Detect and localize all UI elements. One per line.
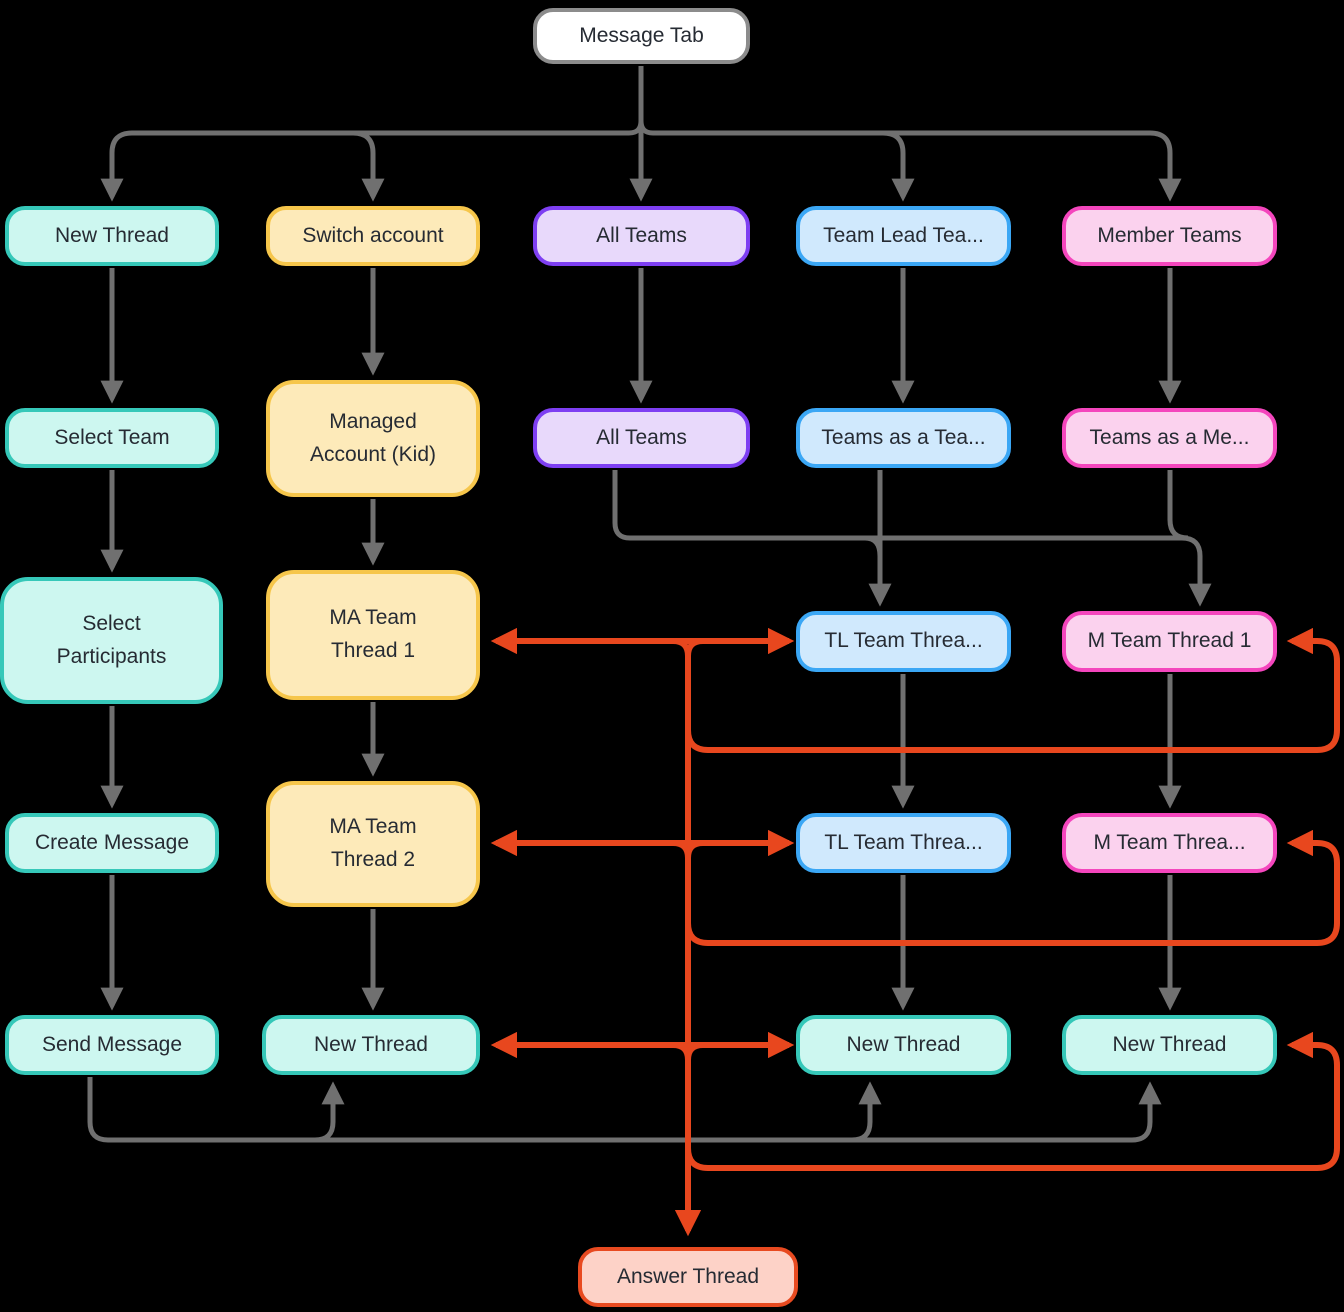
edge-tab-to-switchaccount [352, 130, 385, 202]
edge-loop-up-newthread-ma [314, 1081, 345, 1143]
node-ma-team-thread-2[interactable]: MA Team Thread 2 [266, 781, 480, 907]
edge-tab-to-newthread [100, 66, 644, 202]
node-teams-as-a-member[interactable]: Teams as a Me... [1062, 408, 1277, 468]
node-label: MA Team Thread 1 [329, 606, 417, 662]
node-label: M Team Thread 1 [1087, 629, 1252, 653]
node-label: All Teams [596, 223, 687, 247]
node-label: M Team Threa... [1093, 830, 1246, 854]
edge-teamsasmember-merge [1167, 470, 1189, 541]
node-label: TL Team Threa... [824, 629, 983, 653]
edge-sendmessage-loop [87, 1077, 1162, 1143]
node-label: New Thread [1112, 1032, 1227, 1056]
node-label: Send Message [41, 1032, 183, 1056]
node-label: New Thread [54, 223, 169, 247]
trunk-fillet-4r [685, 840, 704, 859]
node-answer-thread[interactable]: Answer Thread [578, 1247, 798, 1307]
edge-hook-mthread1 [685, 627, 1340, 753]
node-ma-team-thread-1[interactable]: MA Team Thread 1 [266, 570, 480, 700]
edge-tab-to-teamlead [882, 130, 915, 202]
node-new-thread-ma[interactable]: New Thread [262, 1015, 480, 1075]
trunk-fillet-3r [685, 638, 704, 657]
node-m-team-thread-1[interactable]: M Team Thread 1 [1062, 611, 1277, 672]
node-switch-account[interactable]: Switch account [266, 206, 480, 266]
node-all-teams-2[interactable]: All Teams [533, 408, 750, 468]
node-message-tab[interactable]: Message Tab [533, 8, 750, 64]
node-label: Managed Account (Kid) [309, 409, 437, 466]
red-connectors [490, 627, 1340, 1237]
node-member-teams[interactable]: Member Teams [1062, 206, 1277, 266]
node-label: Answer Thread [616, 1264, 760, 1288]
node-label: Teams as a Me... [1089, 425, 1250, 449]
edge-loop-up-newthread-tl [851, 1081, 882, 1143]
edge-allteams2-to-mthread1 [612, 470, 1212, 607]
node-label: Team Lead Tea... [823, 223, 984, 247]
node-select-team[interactable]: Select Team [5, 408, 219, 468]
node-send-message[interactable]: Send Message [5, 1015, 219, 1075]
node-tl-team-thread-2[interactable]: TL Team Threa... [796, 813, 1011, 873]
node-new-thread-tl[interactable]: New Thread [796, 1015, 1011, 1075]
node-label: Select Team [54, 425, 170, 449]
node-tl-team-thread-1[interactable]: TL Team Threa... [796, 611, 1011, 672]
gray-connectors [87, 66, 1212, 1143]
trunk-fillet-5r [685, 1042, 704, 1061]
edge-merge-fillet-tl [864, 535, 883, 585]
node-select-participants[interactable]: Select Participants [0, 577, 223, 704]
edge-hook-newthread-m [685, 1031, 1340, 1171]
node-label: New Thread [313, 1032, 428, 1056]
node-create-message[interactable]: Create Message [5, 813, 219, 873]
node-managed-account-kid[interactable]: Managed Account (Kid) [266, 380, 480, 497]
node-label: All Teams [596, 425, 687, 449]
node-label: Message Tab [579, 23, 704, 47]
edge-hook-mthread2 [685, 829, 1340, 946]
node-new-thread-m[interactable]: New Thread [1062, 1015, 1277, 1075]
node-all-teams-1[interactable]: All Teams [533, 206, 750, 266]
node-label: Member Teams [1097, 223, 1242, 247]
node-m-team-thread-2[interactable]: M Team Threa... [1062, 813, 1277, 873]
node-label: MA Team Thread 2 [329, 815, 417, 871]
node-team-lead-teams[interactable]: Team Lead Tea... [796, 206, 1011, 266]
node-label: Create Message [34, 830, 190, 854]
node-label: Switch account [302, 223, 444, 247]
node-label: Teams as a Tea... [821, 425, 986, 449]
node-teams-as-a-team[interactable]: Teams as a Tea... [796, 408, 1011, 468]
node-label: New Thread [846, 1032, 961, 1056]
node-label: TL Team Threa... [824, 830, 983, 854]
node-label: Select Participants [56, 611, 167, 668]
node-new-thread-start[interactable]: New Thread [5, 206, 219, 266]
